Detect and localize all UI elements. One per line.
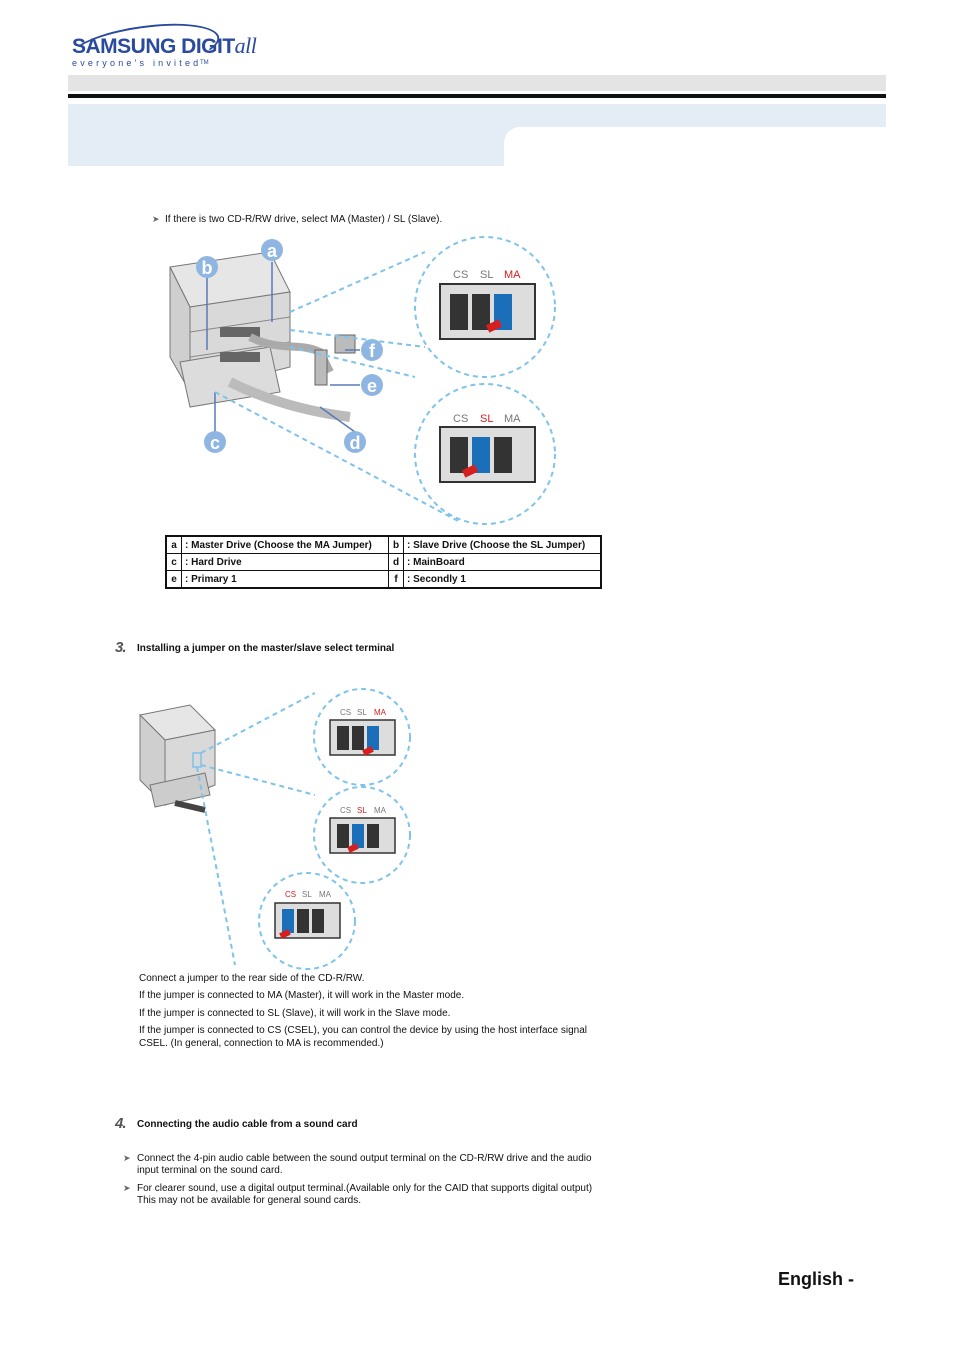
- svg-text:SL: SL: [480, 413, 493, 425]
- jumper-zoom-cs: CS SL MA: [258, 872, 356, 970]
- step-4-bullet-1-line-2: input terminal on the sound card.: [137, 1165, 283, 1176]
- svg-text:MA: MA: [319, 890, 332, 899]
- svg-text:SL: SL: [357, 806, 367, 815]
- bullet-arrow-icon: ➤: [123, 1153, 131, 1163]
- step-4-number: 4.: [115, 1115, 126, 1132]
- header-rule: [68, 94, 886, 98]
- step-3-line-5: CSEL. (In general, connection to MA is r…: [139, 1038, 384, 1049]
- drive-rear-illustration: [138, 704, 217, 813]
- bullet-arrow-icon: ➤: [152, 214, 160, 224]
- jumper-zoom-slave: CS SL MA: [414, 383, 556, 525]
- logo-tagline: everyone's invited: [72, 58, 202, 68]
- svg-text:SL: SL: [357, 708, 367, 717]
- two-drive-diagram: a b c d e f CS SL MA CS SL MA: [169, 236, 556, 525]
- svg-text:MA: MA: [504, 413, 521, 425]
- jumper-modes-diagram: CS SL MA CS SL MA CS SL MA: [138, 688, 411, 970]
- svg-text:CS: CS: [340, 708, 351, 717]
- footer-language-label: English -: [778, 1269, 854, 1289]
- step-3-title: Installing a jumper on the master/slave …: [137, 643, 395, 654]
- logo-trademark: TM: [200, 60, 209, 66]
- logo-script-text: all: [234, 33, 257, 58]
- step-4-bullet-2-line-2: This may not be available for general so…: [137, 1195, 362, 1206]
- svg-text:MA: MA: [504, 269, 521, 281]
- title-band-tab: [504, 104, 886, 127]
- callout-e: e: [367, 376, 377, 396]
- svg-text:CS: CS: [453, 413, 468, 425]
- step-4-bullet-2-line-1: For clearer sound, use a digital output …: [137, 1183, 593, 1194]
- intro-note: If there is two CD-R/RW drive, select MA…: [165, 214, 443, 225]
- svg-text:MA: MA: [374, 806, 387, 815]
- jumper-zoom-master: CS SL MA: [414, 236, 556, 378]
- step-3-line-1: Connect a jumper to the rear side of the…: [139, 973, 365, 984]
- title-band: [68, 104, 504, 166]
- table-row: a : Master Drive (Choose the MA Jumper) …: [165, 535, 602, 554]
- callout-a: a: [267, 241, 278, 261]
- step-3-number: 3.: [115, 639, 126, 656]
- jumper-zoom-ma: CS SL MA: [313, 688, 411, 786]
- callout-b: b: [202, 258, 213, 278]
- svg-text:CS: CS: [453, 269, 468, 281]
- svg-text:SL: SL: [480, 269, 493, 281]
- header-grey-bar: [68, 75, 886, 91]
- samsung-logo: SAMSUNG DIGITall: [72, 33, 257, 59]
- bullet-arrow-icon: ➤: [123, 1183, 131, 1193]
- svg-text:CS: CS: [285, 890, 296, 899]
- step-4-title: Connecting the audio cable from a sound …: [137, 1119, 358, 1130]
- step-4-bullet-1-line-1: Connect the 4-pin audio cable between th…: [137, 1153, 592, 1164]
- svg-text:CS: CS: [340, 806, 351, 815]
- title-band-corner: [504, 127, 536, 159]
- callout-f: f: [369, 341, 376, 361]
- step-3-line-2: If the jumper is connected to MA (Master…: [139, 990, 465, 1001]
- table-row: c : Hard Drive d : MainBoard: [165, 553, 602, 571]
- step-3-line-4: If the jumper is connected to CS (CSEL),…: [139, 1025, 588, 1036]
- callout-c: c: [210, 433, 220, 453]
- jumper-zoom-sl: CS SL MA: [313, 786, 411, 884]
- svg-text:MA: MA: [374, 708, 387, 717]
- legend-table: a : Master Drive (Choose the MA Jumper) …: [165, 535, 602, 589]
- table-row: e : Primary 1 f : Secondly 1: [165, 570, 602, 589]
- callout-d: d: [350, 433, 361, 453]
- step-3-line-3: If the jumper is connected to SL (Slave)…: [139, 1008, 451, 1019]
- svg-text:SL: SL: [302, 890, 312, 899]
- logo-brand-text: SAMSUNG DIGIT: [72, 35, 235, 58]
